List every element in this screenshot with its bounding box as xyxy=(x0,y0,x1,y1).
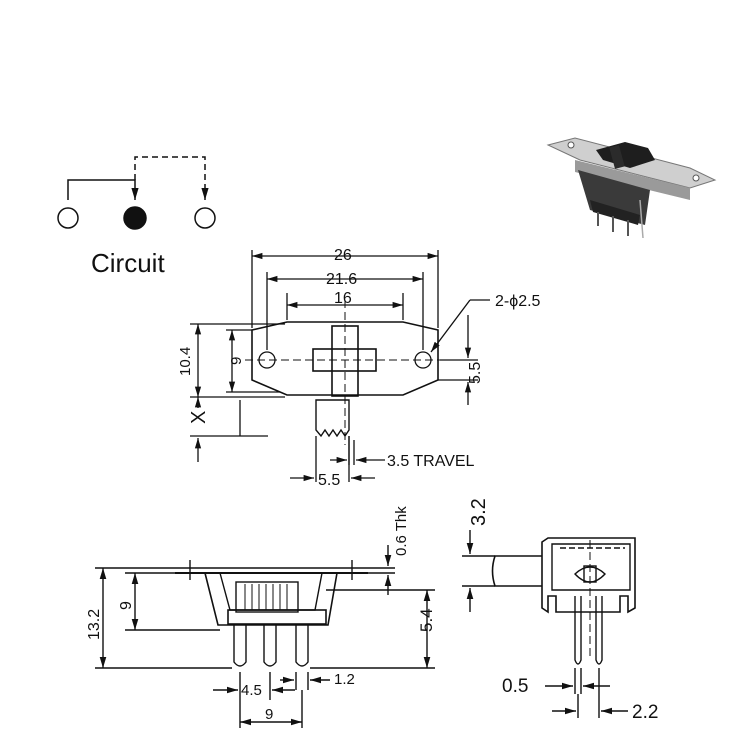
end-housing xyxy=(541,537,636,614)
dim-body-height: 9 xyxy=(228,357,245,365)
dim-actuator-width: 5.5 xyxy=(318,472,340,489)
dim-overall-height: 13.2 xyxy=(86,609,103,640)
dim-pin-width: 1.2 xyxy=(334,671,355,688)
end-view xyxy=(462,530,636,718)
solid-path xyxy=(67,179,139,200)
pin-left xyxy=(233,624,247,667)
dim-hole-offset: 5.5 xyxy=(467,362,484,384)
top-view xyxy=(190,250,490,482)
end-actuator xyxy=(491,555,542,587)
dim-hole-spacing: 21.6 xyxy=(326,271,357,288)
dim-pin-spacing: 2.2 xyxy=(632,702,658,723)
dashed-path xyxy=(134,156,209,200)
dim-actuator-height: X xyxy=(188,411,210,424)
pin-right xyxy=(295,624,309,667)
terminal-center xyxy=(123,206,147,230)
dim-thickness: 0.6 Thk xyxy=(393,506,410,556)
dim-body-width: 16 xyxy=(334,290,352,307)
dim-width-overall: 26 xyxy=(334,247,352,264)
dim-height-overall: 10.4 xyxy=(177,347,194,376)
side-view xyxy=(95,545,435,728)
slider-vertical xyxy=(331,325,359,397)
dim-pin-span: 9 xyxy=(265,706,273,723)
terminal-right xyxy=(194,207,216,229)
end-pin-left xyxy=(574,596,582,665)
terminal-left xyxy=(57,207,79,229)
product-photo xyxy=(546,137,717,239)
end-pin-right xyxy=(595,596,603,665)
circuit-symbol xyxy=(57,156,216,230)
slider-horizontal xyxy=(312,348,377,372)
side-base xyxy=(227,609,327,625)
dim-travel: 3.5 TRAVEL xyxy=(387,453,475,470)
dim-pin-pitch: 4.5 xyxy=(241,682,262,699)
side-frame xyxy=(204,572,338,626)
dim-actuator-stub: 3.2 xyxy=(468,498,490,526)
actuator xyxy=(315,399,350,438)
note-holes: 2-ϕ2.5 xyxy=(495,293,541,310)
side-slider xyxy=(235,581,299,613)
dim-pin-length: 5.4 xyxy=(417,608,436,632)
dim-pin-thickness: 0.5 xyxy=(502,676,528,697)
pin-center xyxy=(263,624,277,667)
circuit-label: Circuit xyxy=(91,248,165,278)
dim-side-body-height: 9 xyxy=(118,601,135,610)
